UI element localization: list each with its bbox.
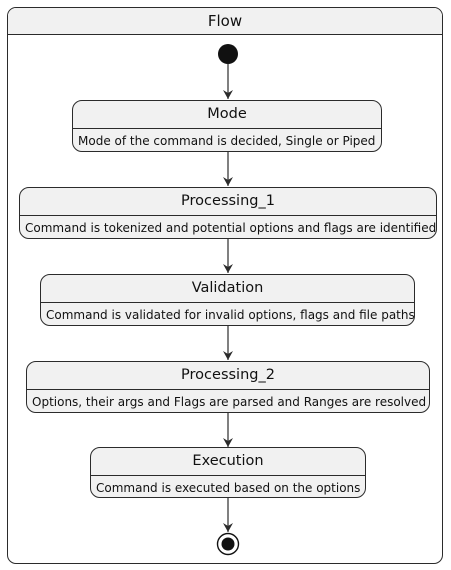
final-state-node	[216, 532, 240, 556]
state-processing-2: Processing_2 Options, their args and Fla…	[26, 361, 430, 413]
state-description: Mode of the command is decided, Single o…	[73, 128, 381, 151]
initial-state-node	[218, 44, 238, 64]
state-description: Command is validated for invalid options…	[41, 302, 414, 325]
state-description: Command is tokenized and potential optio…	[20, 215, 436, 238]
state-execution: Execution Command is executed based on t…	[90, 447, 366, 498]
state-processing-1: Processing_1 Command is tokenized and po…	[19, 187, 437, 239]
state-name: Processing_1	[181, 193, 275, 209]
state-description: Command is executed based on the options	[91, 475, 365, 497]
state-name: Mode	[207, 106, 247, 122]
state-name: Processing_2	[181, 367, 275, 383]
state-mode: Mode Mode of the command is decided, Sin…	[72, 100, 382, 152]
state-validation: Validation Command is validated for inva…	[40, 274, 415, 326]
state-name: Execution	[192, 453, 264, 469]
state-description: Options, their args and Flags are parsed…	[27, 389, 429, 412]
state-name: Validation	[191, 280, 264, 296]
flow-title: Flow	[8, 8, 442, 35]
